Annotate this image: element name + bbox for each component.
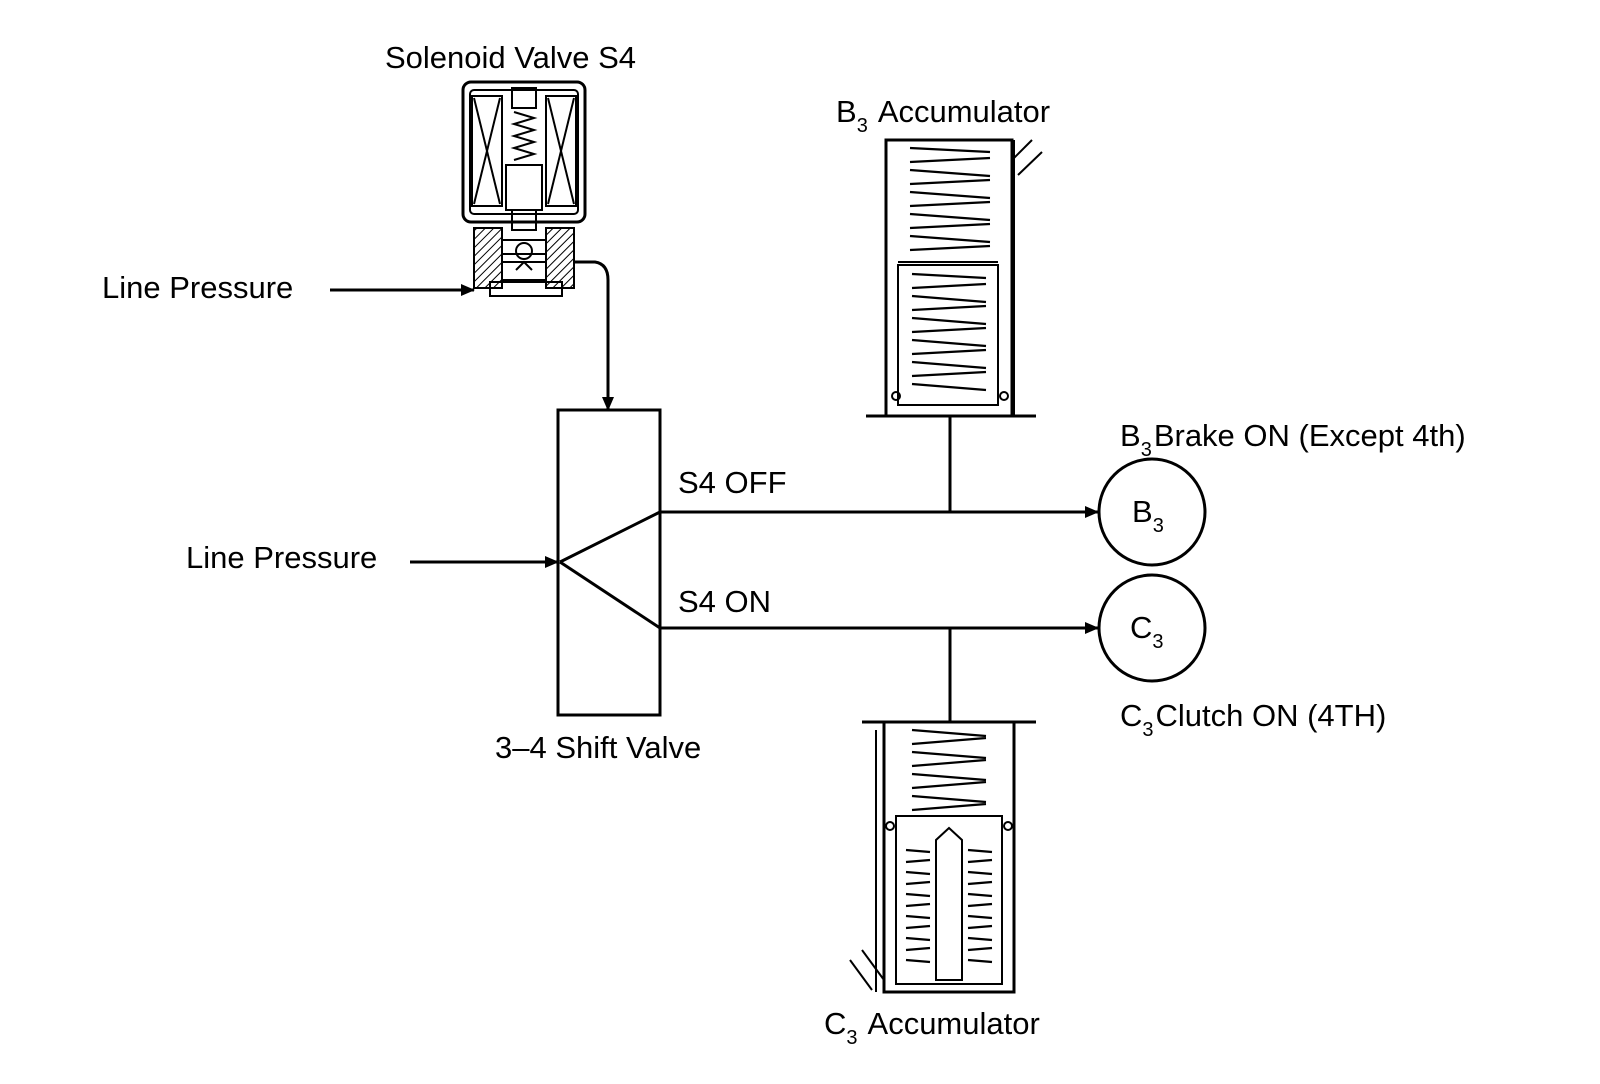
line-pressure-mid: Line Pressure: [186, 540, 559, 575]
s4-off-label: S4 OFF: [678, 465, 787, 500]
shift-valve-3-4: 3–4 Shift Valve: [495, 408, 701, 765]
shift-valve-label: 3–4 Shift Valve: [495, 730, 701, 765]
s4-off-line: S4 OFF: [660, 465, 1099, 518]
b3-brake: B3Brake ON (Except 4th) B3: [1097, 418, 1466, 567]
line-pressure-mid-label: Line Pressure: [186, 540, 377, 575]
c3-circle-label: C3: [1130, 610, 1164, 653]
c3-clutch-label: C3Clutch ON (4TH): [1120, 698, 1386, 741]
solenoid-valve-s4: Solenoid Valve S4: [385, 40, 636, 411]
line-pressure-top-label: Line Pressure: [102, 270, 293, 305]
s4-on-line: S4 ON: [660, 584, 1099, 634]
solenoid-valve-label: Solenoid Valve S4: [385, 40, 636, 75]
b3-circle-label: B3: [1132, 494, 1164, 537]
c3-clutch: C3 C3Clutch ON (4TH): [1097, 573, 1386, 741]
b3-brake-label: B3Brake ON (Except 4th): [1120, 418, 1466, 461]
line-pressure-top: Line Pressure: [102, 270, 475, 305]
s4-on-label: S4 ON: [678, 584, 771, 619]
